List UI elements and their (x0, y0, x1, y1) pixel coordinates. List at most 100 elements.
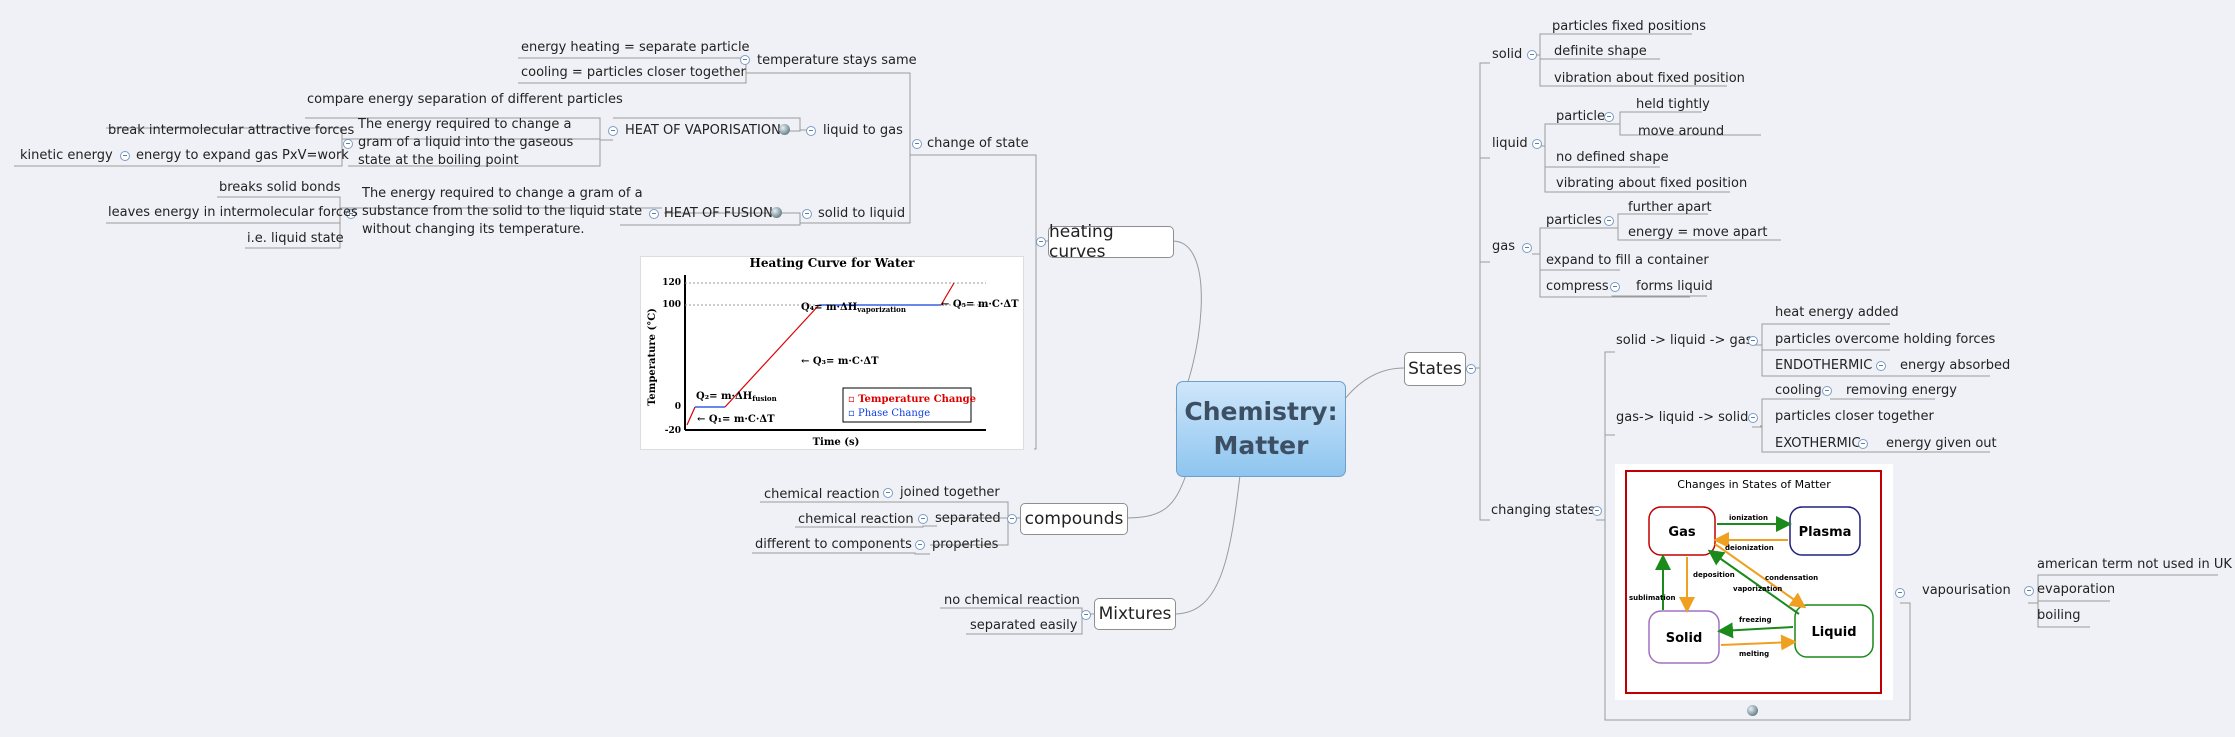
label-melting: melting (1739, 650, 1769, 658)
central-topic[interactable]: Chemistry:Matter (1176, 381, 1346, 477)
american-term-label: american term not used in UK (2037, 557, 2232, 572)
collapse-toggle-heat-vap[interactable] (608, 126, 618, 136)
collapse-toggle-gas[interactable] (1522, 243, 1532, 253)
collapse-toggle-states[interactable] (1466, 364, 1476, 374)
label-q3: ← Q₃= m·C·ΔT (801, 356, 879, 367)
collapse-toggle-change-of-state[interactable] (912, 139, 922, 149)
legend-temp: ▫ Temperature Change (848, 394, 976, 405)
separated-label: separated (935, 511, 1001, 526)
connector-states (1343, 367, 1405, 401)
leaves-energy-label: leaves energy in intermolecular forces (108, 205, 358, 220)
label-condensation: condensation (1765, 574, 1818, 582)
collapse-toggle-heat-fusion[interactable] (649, 209, 659, 219)
label-deionization: deionization (1725, 544, 1774, 552)
vapourisation-label: vapourisation (1922, 583, 2011, 598)
collapse-toggle-vapourisation[interactable] (2024, 586, 2034, 596)
topic-compounds[interactable]: compounds (1020, 503, 1128, 535)
collapse-toggle-cooling[interactable] (1822, 386, 1832, 396)
state-plasma: Plasma (1799, 525, 1852, 540)
energy-expand-label: energy to expand gas PxV=work (136, 148, 349, 163)
collapse-toggle-joined[interactable] (883, 488, 893, 498)
globe-icon[interactable] (771, 207, 782, 218)
further-apart-label: further apart (1628, 200, 1712, 215)
collapse-toggle-mixtures[interactable] (1081, 610, 1091, 620)
fusion-definition: The energy required to change a gram of … (362, 186, 643, 237)
tick-neg20: -20 (665, 426, 681, 436)
particles-overcome-label: particles overcome holding forces (1775, 332, 1996, 347)
label-q1: ← Q₁= m·C·ΔT (697, 414, 775, 425)
collapse-toggle-changing-states[interactable] (1592, 506, 1602, 516)
collapse-toggle-separated[interactable] (918, 514, 928, 524)
collapse-toggle-energy-expand[interactable] (120, 151, 130, 161)
collapse-toggle-solid[interactable] (1527, 50, 1537, 60)
separated-easily-label: separated easily (970, 618, 1078, 633)
collapse-toggle-solid-to-liquid[interactable] (802, 209, 812, 219)
particles-closer-label: particles closer together (1775, 409, 1934, 424)
energy-absorbed-label: energy absorbed (1900, 358, 2011, 373)
collapse-toggle-temp-same[interactable] (740, 55, 750, 65)
heat-of-vaporisation-label: HEAT OF VAPORISATION (625, 123, 781, 138)
collapse-toggle-liquid-particles[interactable] (1604, 112, 1614, 122)
topic-heating-curves[interactable]: heating curves (1048, 222, 1174, 262)
different-components-label: different to components (755, 537, 912, 552)
segment-q1 (686, 406, 696, 426)
collapse-toggle-gls[interactable] (1748, 413, 1758, 423)
mixtures-label: Mixtures (1098, 604, 1172, 624)
no-chemical-reaction-label: no chemical reaction (944, 593, 1080, 608)
gas-particles-label: particles (1546, 213, 1602, 228)
vaporisation-definition: The energy required to change a gram of … (358, 117, 574, 168)
arrow-melting (1720, 634, 1797, 651)
curve-title: Heating Curve for Water (750, 257, 916, 270)
globe-icon[interactable] (779, 124, 790, 135)
label-q5: ← Q₅= m·C·ΔT (941, 299, 1019, 310)
liquid-to-gas-label: liquid to gas (823, 123, 903, 138)
arrow-condensation (1714, 543, 1807, 609)
liquid-particles-label: particles (1556, 109, 1612, 124)
topic-mixtures[interactable]: Mixtures (1094, 598, 1176, 630)
solid-to-liquid-label: solid to liquid (818, 206, 906, 221)
collapse-toggle-compress[interactable] (1610, 282, 1620, 292)
collapse-toggle-endo[interactable] (1876, 361, 1886, 371)
tick-100: 100 (662, 300, 681, 310)
compress-label: compress (1546, 279, 1609, 294)
connector-compounds (1125, 474, 1187, 519)
collapse-toggle-vap-def[interactable] (343, 139, 353, 149)
joined-together-label: joined together (900, 485, 1000, 500)
curve-legend (842, 387, 972, 423)
expand-container-label: expand to fill a container (1546, 253, 1709, 268)
collapse-toggle-gas-particles[interactable] (1604, 216, 1614, 226)
breaks-bonds-label: breaks solid bonds (219, 180, 341, 195)
chemical-reaction-2: chemical reaction (798, 512, 914, 527)
collapse-toggle-properties[interactable] (915, 540, 925, 550)
collapse-toggle-phase-image[interactable] (1895, 588, 1905, 598)
cooling-label: cooling (1775, 383, 1822, 398)
connector-mixtures (1173, 474, 1241, 615)
label-ionization: ionization (1729, 514, 1768, 522)
collapse-toggle-fus-def[interactable] (346, 209, 356, 219)
phase-title: Changes in States of Matter (1677, 478, 1831, 491)
vibrating-label: vibrating about fixed position (1556, 176, 1748, 191)
collapse-toggle-heating[interactable] (1036, 237, 1046, 247)
exothermic-label: EXOTHERMIC (1775, 436, 1861, 451)
collapse-toggle-liquid-to-gas[interactable] (806, 126, 816, 136)
collapse-toggle-compounds[interactable] (1007, 514, 1017, 524)
endothermic-label: ENDOTHERMIC (1775, 358, 1873, 373)
liquid-label: liquid (1492, 136, 1528, 151)
solid-liquid-gas-label: solid -> liquid -> gas (1616, 333, 1753, 348)
collapse-toggle-liquid[interactable] (1532, 139, 1542, 149)
heating-curves-label: heating curves (1049, 222, 1114, 262)
state-liquid: Liquid (1811, 625, 1856, 640)
collapse-toggle-slg[interactable] (1748, 336, 1758, 346)
collapse-toggle-exo[interactable] (1858, 439, 1868, 449)
legend-phase: ▫ Phase Change (848, 408, 930, 419)
states-label: States (1408, 359, 1462, 379)
topic-states[interactable]: States (1404, 352, 1466, 386)
label-vaporization: vaporization (1733, 585, 1782, 593)
globe-icon[interactable] (1747, 705, 1758, 716)
energy-given-out-label: energy given out (1886, 436, 1997, 451)
properties-label: properties (932, 537, 999, 552)
solid-item-fixed-positions: particles fixed positions (1552, 19, 1707, 34)
break-forces-label: break intermolecular attractive forces (108, 123, 355, 138)
liquid-state-label: i.e. liquid state (247, 231, 344, 246)
